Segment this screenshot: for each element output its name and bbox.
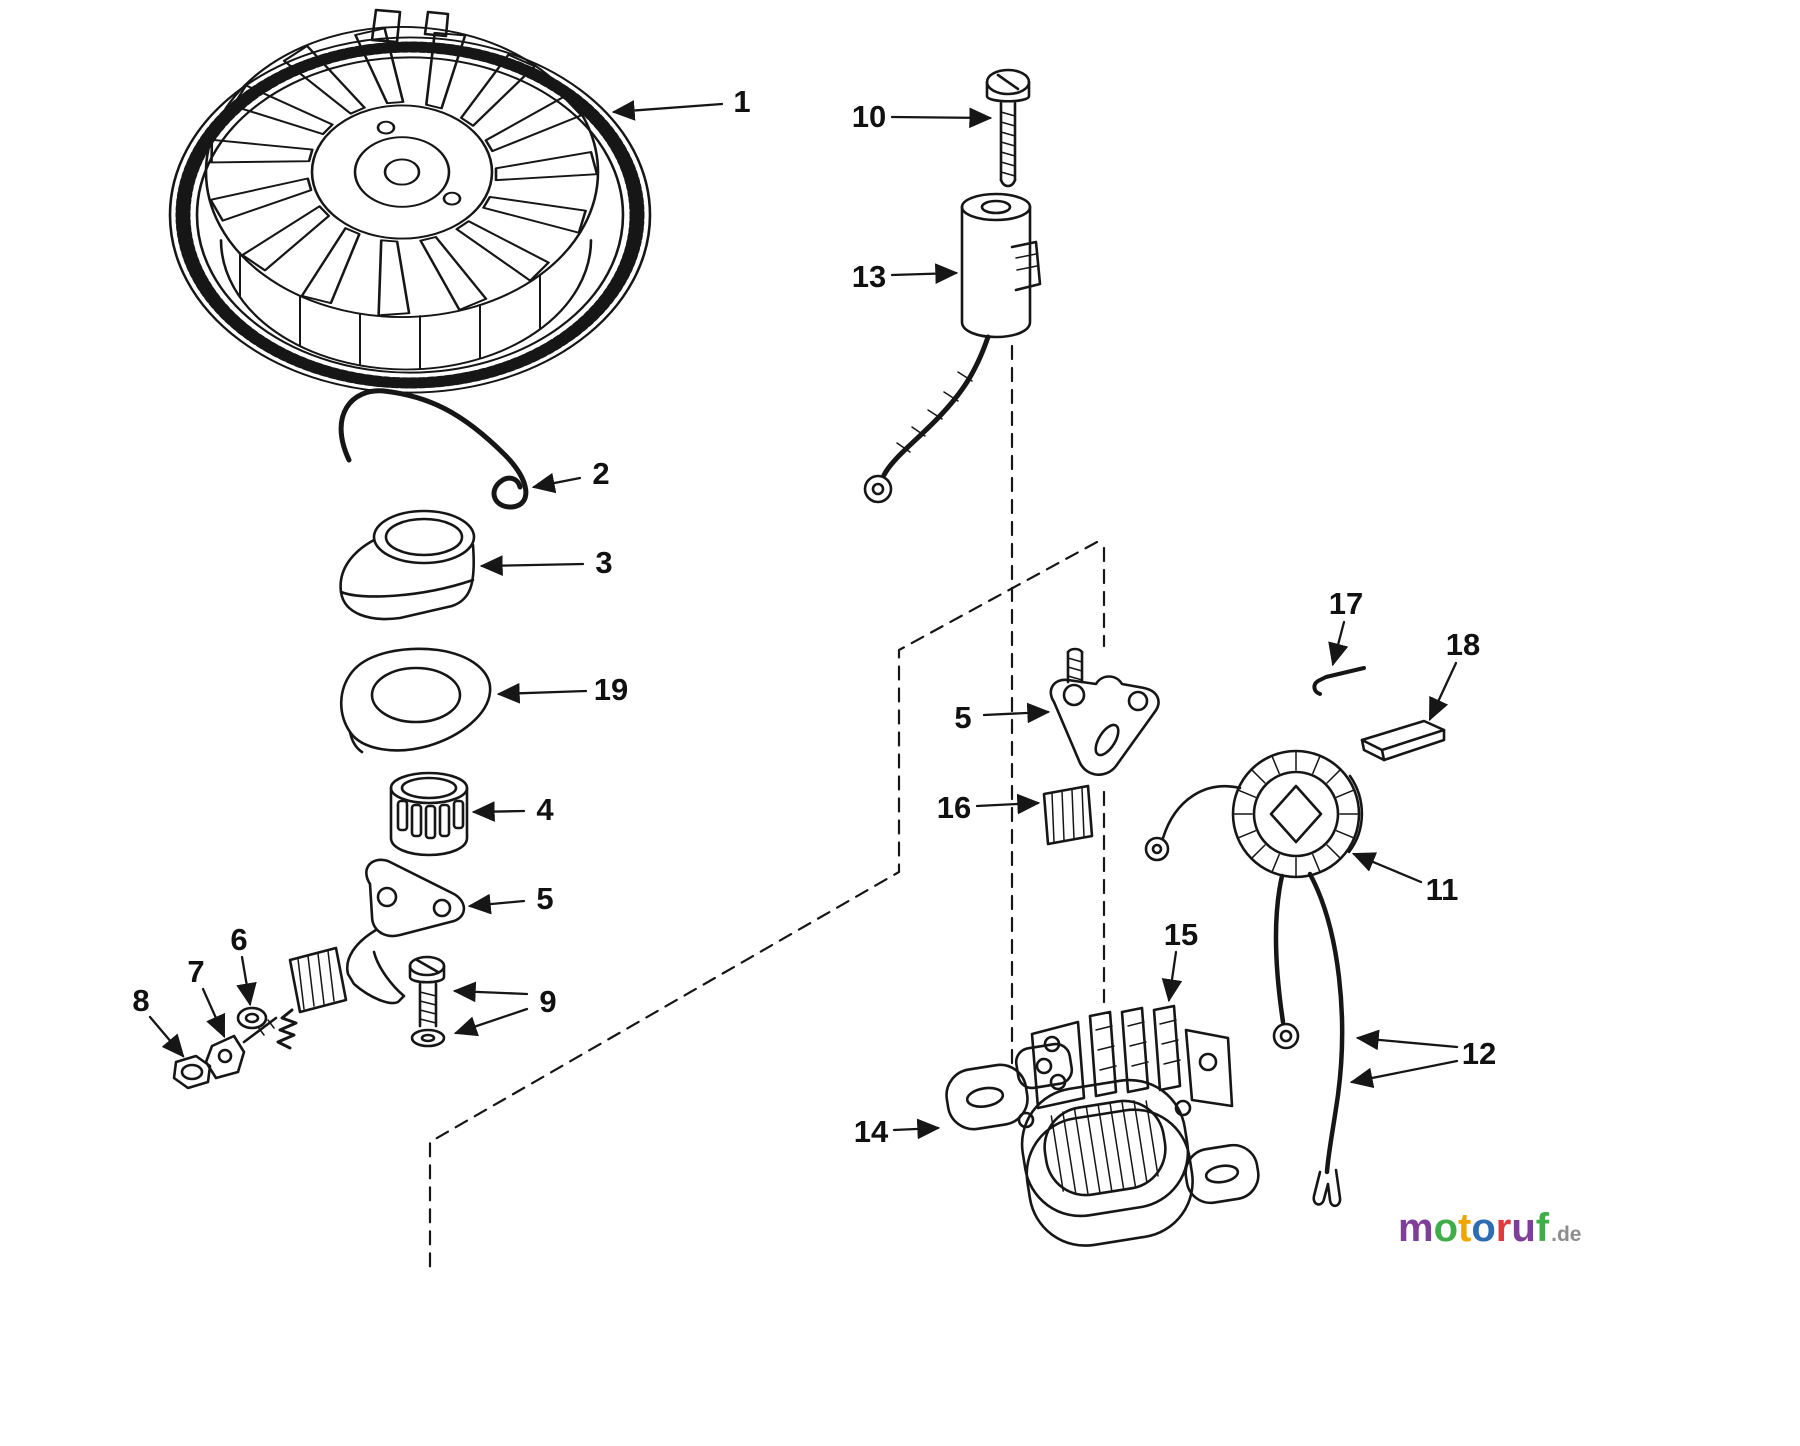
callout-6: 6 bbox=[230, 922, 257, 1007]
screw-washer-9-part bbox=[408, 955, 446, 1048]
callout-5-left-leader bbox=[467, 893, 526, 915]
callout-11-label: 11 bbox=[1426, 872, 1459, 907]
callout-13: 13 bbox=[852, 259, 959, 294]
callouts: 1 2 3 19 4 5 6 7 bbox=[132, 84, 1496, 1149]
callout-2-label: 2 bbox=[592, 456, 609, 491]
spacer-washer-part bbox=[339, 647, 492, 754]
callout-5-right-leader bbox=[982, 702, 1051, 724]
callout-9: 9 bbox=[452, 981, 557, 1037]
callout-1-label: 1 bbox=[733, 84, 750, 119]
watermark-letter: o bbox=[1471, 1206, 1496, 1250]
washer-6-part bbox=[236, 1006, 268, 1030]
callout-11: 11 bbox=[1351, 852, 1459, 907]
coil-lead-wires-part bbox=[1272, 871, 1345, 1208]
flywheel-fan bbox=[204, 25, 600, 319]
watermark-letter: o bbox=[1433, 1206, 1459, 1250]
watermark-domain-suffix: .de bbox=[1551, 1223, 1582, 1246]
callout-10-label: 10 bbox=[852, 99, 886, 134]
callout-10-leader bbox=[890, 107, 993, 129]
callout-5-left-label: 5 bbox=[536, 881, 553, 916]
callout-5-left: 5 bbox=[467, 881, 554, 916]
callout-4-leader bbox=[471, 801, 526, 822]
callout-17-leader bbox=[1328, 620, 1349, 667]
callout-7-leader bbox=[201, 987, 226, 1039]
mounting-screw-10-part bbox=[985, 68, 1031, 188]
retainer-spring-part bbox=[338, 388, 529, 510]
ignition-coil-part bbox=[1144, 749, 1364, 879]
callout-3-leader bbox=[479, 555, 585, 576]
callout-12-leader-lower bbox=[1349, 1059, 1459, 1089]
callout-7: 7 bbox=[187, 954, 226, 1039]
watermark-logo[interactable]: m o t o r u f .de bbox=[1398, 1208, 1581, 1248]
callout-3: 3 bbox=[479, 545, 613, 580]
callout-14: 14 bbox=[854, 1114, 941, 1149]
callout-18: 18 bbox=[1428, 627, 1480, 722]
callout-8: 8 bbox=[132, 983, 185, 1058]
alignment-dashed-lines bbox=[428, 344, 1106, 1270]
breaker-spring-parts bbox=[172, 946, 348, 1090]
callout-3-label: 3 bbox=[595, 545, 612, 580]
callout-19-leader bbox=[496, 682, 588, 704]
callout-8-label: 8 bbox=[132, 983, 149, 1018]
nut-8-part bbox=[172, 1054, 212, 1090]
callout-11-leader bbox=[1351, 852, 1423, 884]
flat-wedge-18-part bbox=[1360, 719, 1446, 762]
callout-9-leader-washer bbox=[453, 1007, 529, 1037]
callout-19-label: 19 bbox=[594, 672, 628, 707]
watermark-letter: m bbox=[1398, 1206, 1434, 1250]
callout-19: 19 bbox=[496, 672, 628, 707]
callout-4: 4 bbox=[471, 792, 554, 827]
callout-13-leader bbox=[890, 263, 959, 284]
watermark-letter: u bbox=[1511, 1206, 1536, 1250]
callout-4-label: 4 bbox=[536, 792, 554, 827]
condenser-part bbox=[863, 192, 1042, 504]
callout-12-label: 12 bbox=[1462, 1036, 1496, 1071]
callout-14-label: 14 bbox=[854, 1114, 889, 1149]
watermark-letter: f bbox=[1535, 1206, 1550, 1250]
stator-bracket-part bbox=[1030, 1004, 1234, 1110]
terminal-7-part bbox=[204, 1034, 246, 1080]
callout-14-leader bbox=[892, 1118, 941, 1140]
callout-15-leader bbox=[1161, 950, 1183, 1003]
callout-10: 10 bbox=[852, 99, 993, 134]
callout-9-leader-screw bbox=[452, 981, 529, 1003]
wedge-block-part bbox=[1042, 784, 1094, 846]
callout-1-leader bbox=[611, 100, 724, 121]
callout-18-leader bbox=[1428, 661, 1458, 722]
wire-clip-17-part bbox=[1312, 666, 1366, 696]
callout-16-label: 16 bbox=[937, 790, 971, 825]
callout-13-label: 13 bbox=[852, 259, 886, 294]
callout-5-right: 5 bbox=[954, 700, 1051, 735]
callout-1: 1 bbox=[611, 84, 751, 121]
callout-5-right-label: 5 bbox=[954, 700, 971, 735]
callout-12: 12 bbox=[1349, 1029, 1496, 1089]
callout-12-leader-upper bbox=[1355, 1029, 1459, 1051]
breaker-cam-assembly-part bbox=[345, 858, 466, 1005]
callout-8-leader bbox=[148, 1015, 185, 1058]
dust-cover-part bbox=[339, 509, 476, 621]
callout-9-label: 9 bbox=[539, 984, 556, 1019]
callout-6-leader bbox=[236, 955, 257, 1007]
watermark-letter: r bbox=[1495, 1206, 1512, 1250]
callout-17: 17 bbox=[1328, 586, 1363, 667]
callout-15: 15 bbox=[1161, 917, 1198, 1003]
callout-6-label: 6 bbox=[230, 922, 247, 957]
callout-2-leader bbox=[531, 472, 582, 494]
cage-bearing-part bbox=[389, 771, 469, 857]
callout-2: 2 bbox=[531, 456, 610, 494]
callout-18-label: 18 bbox=[1446, 627, 1480, 662]
flywheel-part bbox=[168, 8, 652, 394]
callout-17-label: 17 bbox=[1329, 586, 1363, 621]
callout-7-label: 7 bbox=[187, 954, 204, 989]
watermark-letter: t bbox=[1458, 1206, 1472, 1250]
callout-16: 16 bbox=[937, 790, 1041, 825]
magneto-base-part bbox=[945, 1042, 1260, 1247]
callout-16-leader bbox=[975, 793, 1041, 815]
callout-15-label: 15 bbox=[1164, 917, 1198, 952]
point-cam-plate-part bbox=[1049, 647, 1160, 776]
